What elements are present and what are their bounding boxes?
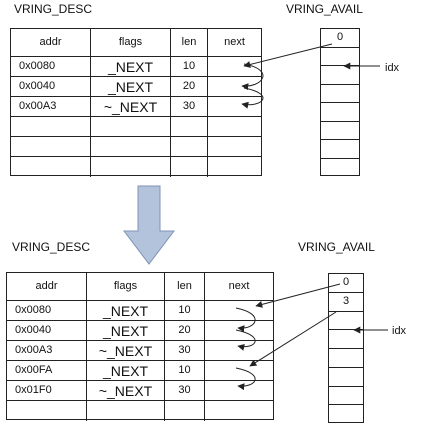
top-desc-row-5-next <box>208 157 261 177</box>
top-avail-table: 0 <box>320 28 360 176</box>
top-desc-row-1-flags: _NEXT <box>91 77 171 97</box>
bottom-desc-header-next: next <box>205 273 273 301</box>
bottom-desc-row-5-next <box>205 401 273 421</box>
top-desc-header-len: len <box>171 29 208 57</box>
bottom-desc-row-4-flags: ~_NEXT <box>87 381 165 401</box>
top-desc-row-0-next <box>208 57 261 77</box>
top-desc-row-0-addr: 0x0080 <box>11 57 91 77</box>
bottom-desc-row-2-addr: 0x00A3 <box>7 341 87 361</box>
top-desc-row-4-len <box>171 137 208 157</box>
bottom-desc-row-1-addr: 0x0040 <box>7 321 87 341</box>
bottom-avail-entry-4 <box>329 349 363 368</box>
bottom-desc-header-addr: addr <box>7 273 87 301</box>
bottom-desc-row-2-next <box>205 341 273 361</box>
top-desc-header-addr: addr <box>11 29 91 57</box>
bottom-desc-row-3-next <box>205 361 273 381</box>
bottom-desc-row-1-flags: _NEXT <box>87 321 165 341</box>
top-desc-row-2-addr: 0x00A3 <box>11 97 91 117</box>
bottom-desc-row-1-len: 20 <box>165 321 205 341</box>
bottom-desc-row-2-flags: ~_NEXT <box>87 341 165 361</box>
bottom-desc-row-1-next <box>205 321 273 341</box>
bottom-desc-row-4-addr: 0x01F0 <box>7 381 87 401</box>
top-desc-row-2-next <box>208 97 261 117</box>
bottom-avail-entry-1: 3 <box>329 293 363 312</box>
top-desc-row-1-len: 20 <box>171 77 208 97</box>
top-desc-row-3-addr <box>11 117 91 137</box>
top-avail-entry-4 <box>321 103 359 122</box>
bottom-desc-row-5-addr <box>7 401 87 421</box>
bottom-desc-row-4-next <box>205 381 273 401</box>
top-desc-row-1-addr: 0x0040 <box>11 77 91 97</box>
top-avail-entry-3 <box>321 85 359 103</box>
top-desc-row-3-len <box>171 117 208 137</box>
top-avail-entry-1 <box>321 48 359 66</box>
bottom-desc-row-2-len: 30 <box>165 341 205 361</box>
bottom-avail-title: VRING_AVAIL <box>298 240 375 254</box>
top-desc-header-flags: flags <box>91 29 171 57</box>
bottom-avail-entry-5 <box>329 368 363 387</box>
top-desc-row-1-next <box>208 77 261 97</box>
bottom-desc-row-3-addr: 0x00FA <box>7 361 87 381</box>
bottom-desc-row-3-flags: _NEXT <box>87 361 165 381</box>
top-avail-entry-2 <box>321 66 359 85</box>
bottom-avail-entry-2 <box>329 312 363 331</box>
top-desc-row-0-len: 10 <box>171 57 208 77</box>
top-avail-title: VRING_AVAIL <box>286 2 363 16</box>
bottom-desc-row-0-len: 10 <box>165 301 205 321</box>
top-idx-label: idx <box>385 62 400 74</box>
bottom-idx-label: idx <box>392 325 407 337</box>
bottom-desc-row-4-len: 30 <box>165 381 205 401</box>
top-avail-entry-6 <box>321 140 359 159</box>
top-avail-entry-0: 0 <box>321 29 359 48</box>
top-desc-row-5-len <box>171 157 208 177</box>
top-desc-row-3-flags <box>91 117 171 137</box>
top-desc-row-2-len: 30 <box>171 97 208 117</box>
top-avail-entry-5 <box>321 122 359 140</box>
bottom-desc-header-flags: flags <box>87 273 165 301</box>
bottom-avail-entry-3 <box>329 330 363 349</box>
bottom-desc-row-0-addr: 0x0080 <box>7 301 87 321</box>
bottom-avail-entry-0: 0 <box>329 274 363 293</box>
top-desc-header-next: next <box>208 29 261 57</box>
bottom-desc-row-0-flags: _NEXT <box>87 301 165 321</box>
top-desc-title: VRING_DESC <box>14 2 93 16</box>
bottom-desc-title: VRING_DESC <box>12 240 91 254</box>
top-desc-row-4-addr <box>11 137 91 157</box>
bottom-desc-row-0-next <box>205 301 273 321</box>
bottom-avail-entry-7 <box>329 405 363 424</box>
top-desc-row-2-flags: ~_NEXT <box>91 97 171 117</box>
bottom-desc-row-5-len <box>165 401 205 421</box>
top-desc-row-5-addr <box>11 157 91 177</box>
bottom-avail-entry-6 <box>329 387 363 406</box>
top-avail-entry-7 <box>321 159 359 178</box>
bottom-desc-row-3-len: 10 <box>165 361 205 381</box>
top-desc-row-4-flags <box>91 137 171 157</box>
transition-arrow-icon <box>122 185 176 265</box>
top-desc-row-4-next <box>208 137 261 157</box>
bottom-desc-header-len: len <box>165 273 205 301</box>
bottom-desc-row-5-flags <box>87 401 165 421</box>
top-desc-row-5-flags <box>91 157 171 177</box>
top-desc-row-0-flags: _NEXT <box>91 57 171 77</box>
top-desc-row-3-next <box>208 117 261 137</box>
